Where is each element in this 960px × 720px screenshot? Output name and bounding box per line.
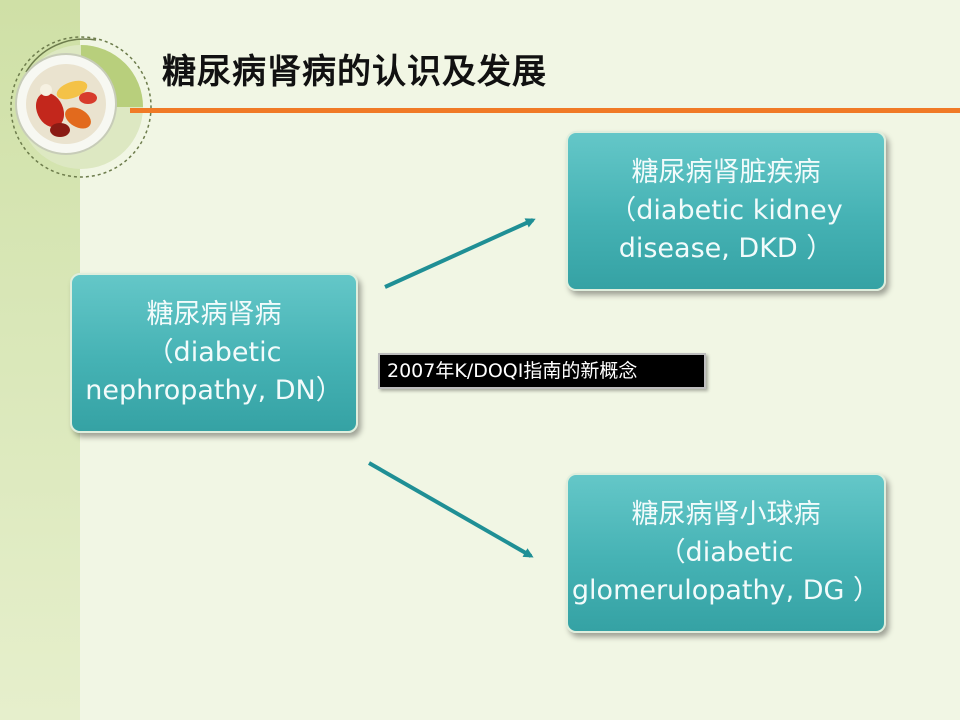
pills-logo-icon [10, 36, 152, 178]
arrow-to-dg [368, 461, 534, 558]
node-dg-line-2: （diabetic [658, 537, 794, 568]
node-dn-line-3: nephropathy, DN） [85, 375, 343, 406]
node-dkd-line-3: disease, DKD ） [618, 233, 834, 264]
page-title: 糖尿病肾病的认识及发展 [162, 52, 547, 92]
node-dn-line-2: （diabetic [146, 337, 282, 368]
node-dkd-line-1: 糖尿病肾脏疾病 [631, 157, 821, 188]
arrow-to-dkd [384, 218, 536, 289]
title-divider [130, 108, 960, 113]
node-dg-line-3: glomerulopathy, DG ） [571, 575, 881, 606]
node-dkd-line-2: （diabetic kidney [609, 195, 843, 226]
node-diabetic-kidney-disease: 糖尿病肾脏疾病 （diabetic kidney disease, DKD ） [566, 131, 886, 291]
kdoqi-note-label: 2007年K/DOQI指南的新概念 [378, 353, 706, 389]
node-dg-line-1: 糖尿病肾小球病 [631, 499, 821, 530]
node-diabetic-nephropathy: 糖尿病肾病 （diabetic nephropathy, DN） [70, 273, 358, 433]
node-dn-line-1: 糖尿病肾病 [146, 299, 282, 330]
node-diabetic-glomerulopathy: 糖尿病肾小球病 （diabetic glomerulopathy, DG ） [566, 473, 886, 633]
